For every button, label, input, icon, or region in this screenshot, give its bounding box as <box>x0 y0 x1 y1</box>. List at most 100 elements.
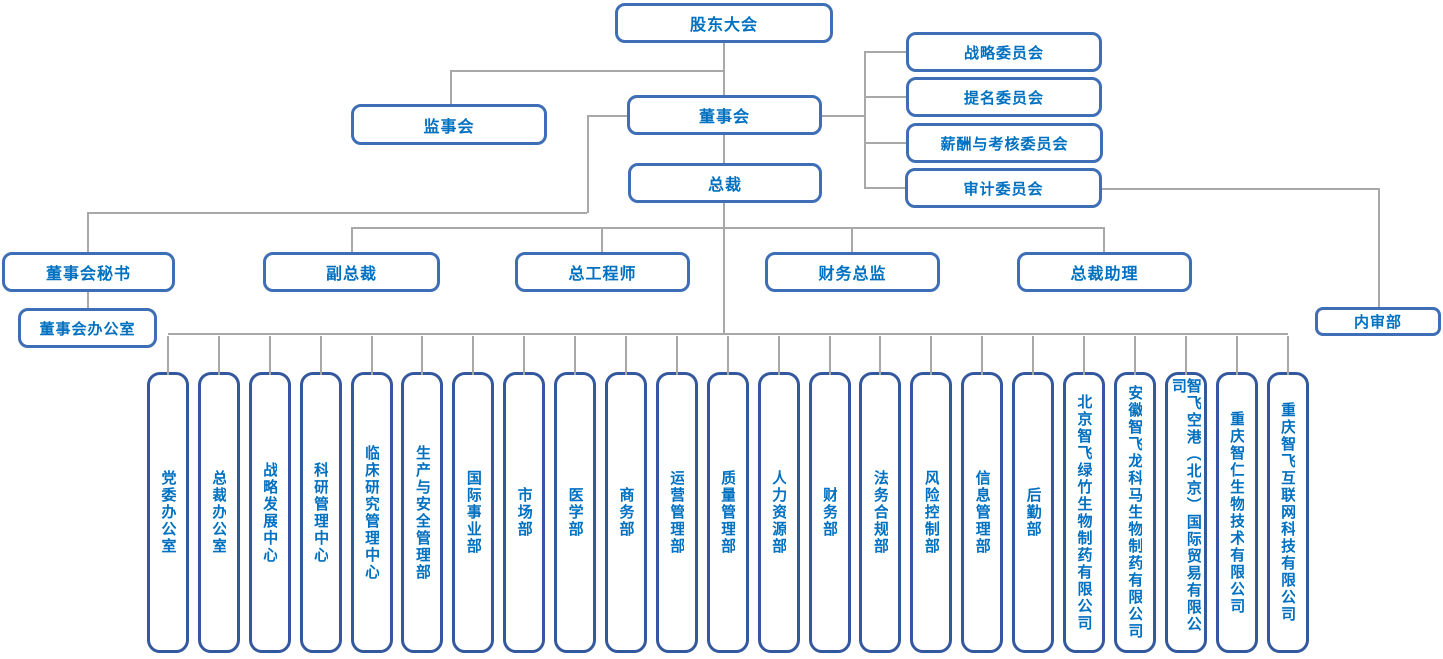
node-vice-president: 副总裁 <box>263 252 440 292</box>
department-label: 生产与安全管理部 <box>414 444 430 581</box>
department-box: 风险控制部 <box>910 336 953 653</box>
node-label: 董事会秘书 <box>45 266 131 283</box>
connector <box>587 115 589 213</box>
node-president-assistant: 总裁助理 <box>1017 252 1192 292</box>
node-label: 战略委员会 <box>963 44 1044 62</box>
department-label: 国际事业部 <box>465 470 481 555</box>
connector <box>1378 188 1380 307</box>
department-box: 市场部 <box>503 336 546 653</box>
department-box: 商务部 <box>605 336 648 653</box>
connector <box>1103 227 1105 252</box>
connector <box>87 212 587 214</box>
department-label: 运营管理部 <box>669 470 685 555</box>
connector <box>87 212 89 252</box>
node-shareholders-meeting: 股东大会 <box>615 3 833 43</box>
department-box: 人力资源部 <box>757 336 800 653</box>
department-box: 智飞空港（北京）国际贸易有限公司 <box>1164 336 1207 653</box>
node-label: 监事会 <box>423 118 475 136</box>
department-box: 信息管理部 <box>961 336 1004 653</box>
department-box: 质量管理部 <box>706 336 749 653</box>
node-label: 财务总监 <box>818 266 887 283</box>
node-remuneration-appraisal-committee: 薪酬与考核委员会 <box>906 123 1103 163</box>
connector <box>864 51 906 53</box>
node-strategy-committee: 战略委员会 <box>906 32 1102 72</box>
connector <box>864 51 866 189</box>
node-label: 董事会 <box>698 109 750 126</box>
department-label: 安徽智飞龙科马生物制药有限公司 <box>1127 385 1143 640</box>
node-board-of-directors: 董事会 <box>627 95 822 135</box>
department-box: 科研管理中心 <box>299 336 342 653</box>
node-audit-committee: 审计委员会 <box>905 168 1102 208</box>
department-label: 重庆智飞互联网科技有限公司 <box>1280 402 1296 623</box>
connector <box>352 227 1105 229</box>
connector <box>723 43 725 96</box>
connector <box>864 142 906 144</box>
node-label: 薪酬与考核委员会 <box>940 135 1069 153</box>
department-box: 北京智飞绿竹生物制药有限公司 <box>1063 336 1106 653</box>
department-box: 重庆智仁生物技术有限公司 <box>1215 336 1258 653</box>
connector <box>864 187 906 189</box>
department-box: 总裁办公室 <box>197 336 240 653</box>
department-label: 信息管理部 <box>974 470 990 555</box>
department-label: 人力资源部 <box>771 470 787 555</box>
node-label: 审计委员会 <box>963 180 1044 198</box>
department-label: 北京智飞绿竹生物制药有限公司 <box>1076 393 1092 632</box>
department-label: 后勤部 <box>1025 487 1041 538</box>
node-label: 总裁助理 <box>1070 266 1139 283</box>
department-box: 医学部 <box>554 336 597 653</box>
department-box: 法务合规部 <box>859 336 902 653</box>
department-box: 国际事业部 <box>452 336 495 653</box>
node-label: 总裁 <box>707 177 742 194</box>
node-president: 总裁 <box>628 163 822 203</box>
connector <box>351 227 353 252</box>
connector <box>822 115 866 117</box>
connector <box>851 227 853 252</box>
connector <box>450 70 452 104</box>
department-box: 安徽智飞龙科马生物制药有限公司 <box>1113 336 1156 653</box>
department-box: 临床研究管理中心 <box>350 336 393 653</box>
node-internal-audit: 内审部 <box>1315 307 1441 336</box>
node-label: 股东大会 <box>689 17 758 34</box>
department-label: 财务部 <box>822 487 838 538</box>
department-label: 质量管理部 <box>720 470 736 555</box>
department-box: 战略发展中心 <box>248 336 291 653</box>
connector <box>723 135 725 163</box>
node-supervisory-board: 监事会 <box>351 104 547 145</box>
department-box: 党委办公室 <box>147 336 189 653</box>
department-box: 财务部 <box>808 336 851 653</box>
department-label: 党委办公室 <box>160 470 176 555</box>
connector <box>1102 188 1380 190</box>
department-label: 总裁办公室 <box>211 470 227 555</box>
department-label: 智飞空港（北京）国际贸易有限公司 <box>1170 377 1201 633</box>
department-label: 医学部 <box>567 487 583 538</box>
connector <box>723 203 725 334</box>
connector <box>587 115 627 117</box>
department-box: 后勤部 <box>1012 336 1055 653</box>
node-chief-engineer: 总工程师 <box>515 252 690 292</box>
connector <box>450 70 725 72</box>
department-label: 重庆智仁生物技术有限公司 <box>1229 410 1245 615</box>
department-box: 运营管理部 <box>655 336 698 653</box>
node-board-secretary: 董事会秘书 <box>2 252 175 292</box>
department-label: 法务合规部 <box>872 470 888 555</box>
department-row: 党委办公室 总裁办公室 战略发展中心 科研管理中心 临床研究管理中心 生产与安全… <box>147 336 1309 653</box>
node-board-office: 董事会办公室 <box>18 308 157 348</box>
department-label: 科研管理中心 <box>313 461 329 564</box>
node-label: 副总裁 <box>325 266 377 283</box>
department-label: 商务部 <box>618 487 634 538</box>
node-nomination-committee: 提名委员会 <box>906 77 1102 117</box>
department-box: 生产与安全管理部 <box>401 336 444 653</box>
connector <box>87 292 89 308</box>
node-finance-director: 财务总监 <box>765 252 940 292</box>
node-label: 董事会办公室 <box>39 320 136 338</box>
connector <box>864 96 906 98</box>
department-label: 市场部 <box>516 487 532 538</box>
node-label: 内审部 <box>1353 314 1402 331</box>
node-label: 提名委员会 <box>963 89 1044 107</box>
department-label: 战略发展中心 <box>262 461 278 564</box>
department-box: 重庆智飞互联网科技有限公司 <box>1266 336 1309 653</box>
connector <box>601 227 603 252</box>
connector <box>168 333 1288 335</box>
department-label: 风险控制部 <box>923 470 939 555</box>
